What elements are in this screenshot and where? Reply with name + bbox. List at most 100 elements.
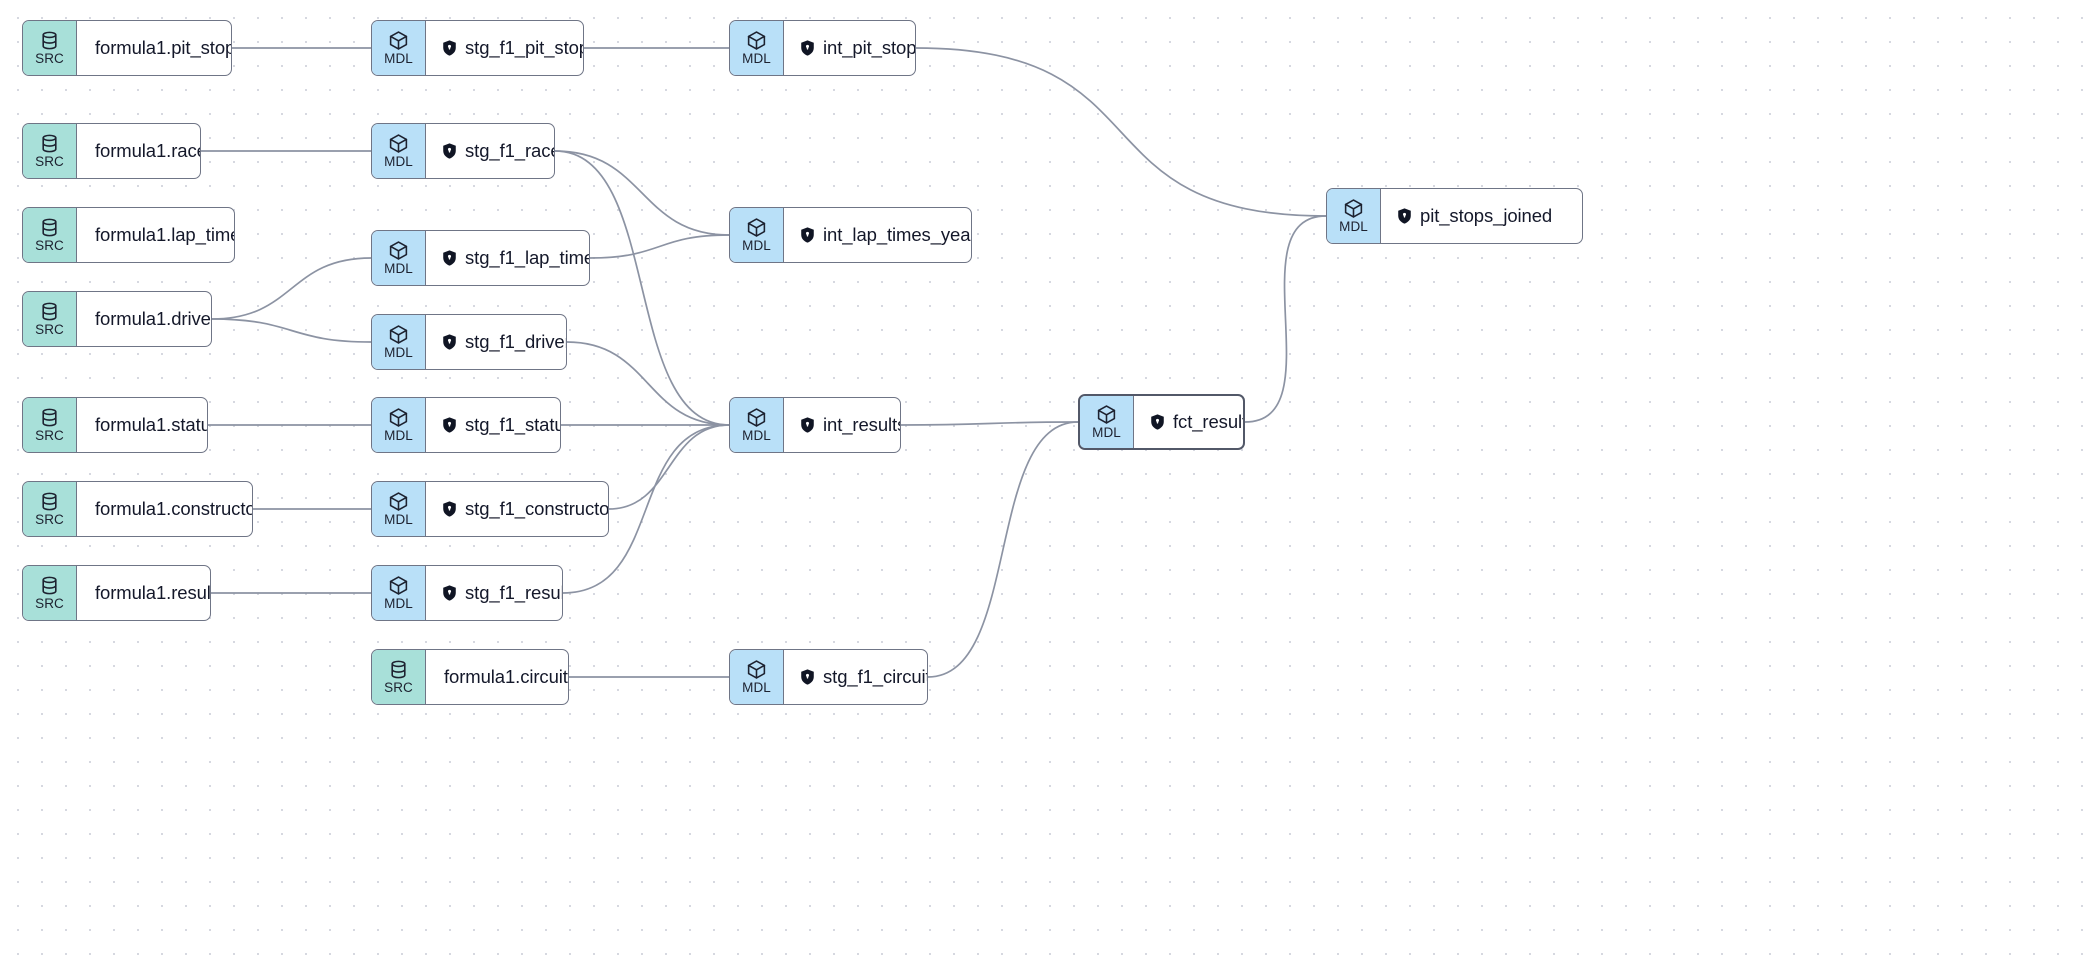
node-type-badge: MDL xyxy=(730,398,784,452)
cube-icon xyxy=(388,133,409,154)
lineage-node-stg_circuits[interactable]: MDL stg_f1_circuits xyxy=(729,649,928,705)
lineage-node-int_pit_stops[interactable]: MDL int_pit_stops xyxy=(729,20,916,76)
lineage-node-stg_lap_times[interactable]: MDL stg_f1_lap_times xyxy=(371,230,590,286)
node-type-badge: MDL xyxy=(372,566,426,620)
lineage-node-src_status[interactable]: SRC formula1.status xyxy=(22,397,208,453)
lineage-node-stg_drivers[interactable]: MDL stg_f1_drivers xyxy=(371,314,567,370)
lineage-node-stg_constructors[interactable]: MDL stg_f1_constructors xyxy=(371,481,609,537)
node-body: stg_f1_circuits xyxy=(784,650,927,704)
node-body: stg_f1_results xyxy=(426,566,562,620)
node-type-badge: MDL xyxy=(730,21,784,75)
node-type-badge: MDL xyxy=(730,650,784,704)
node-label: formula1.constructors xyxy=(95,498,252,519)
node-label: int_lap_times_years xyxy=(823,224,972,245)
node-type-label: MDL xyxy=(742,428,771,443)
node-type-label: SRC xyxy=(35,238,64,253)
node-label: stg_f1_results xyxy=(465,582,562,603)
edge-stg_constructors-to-int_results xyxy=(608,424,730,510)
lineage-node-src_constructors[interactable]: SRC formula1.constructors xyxy=(22,481,253,537)
shield-icon xyxy=(442,585,457,601)
node-type-badge: SRC xyxy=(23,292,77,346)
node-type-label: MDL xyxy=(742,680,771,695)
node-label: formula1.pit_stops xyxy=(95,37,232,58)
lineage-node-src_races[interactable]: SRC formula1.races xyxy=(22,123,201,179)
node-type-label: SRC xyxy=(35,512,64,527)
lineage-node-src_pit_stops[interactable]: SRC formula1.pit_stops xyxy=(22,20,232,76)
cube-icon xyxy=(746,659,767,680)
lineage-node-stg_results[interactable]: MDL stg_f1_results xyxy=(371,565,563,621)
node-type-badge: MDL xyxy=(372,398,426,452)
node-label: stg_f1_status xyxy=(465,414,560,435)
node-label: formula1.drivers xyxy=(95,308,211,329)
node-type-label: MDL xyxy=(1092,425,1121,440)
node-label: stg_f1_circuits xyxy=(823,666,927,687)
node-type-badge: MDL xyxy=(372,124,426,178)
node-label: stg_f1_drivers xyxy=(465,331,566,352)
lineage-node-stg_races[interactable]: MDL stg_f1_races xyxy=(371,123,555,179)
edge-stg_races-to-int_results xyxy=(554,150,730,426)
node-body: int_pit_stops xyxy=(784,21,916,75)
node-label: fct_results xyxy=(1173,411,1243,432)
shield-icon xyxy=(442,143,457,159)
lineage-node-int_lap_times_years[interactable]: MDL int_lap_times_years xyxy=(729,207,972,263)
edge-int_results-to-fct_results xyxy=(900,421,1079,426)
edge-stg_races-to-int_lap_times_years xyxy=(554,150,730,236)
shield-icon xyxy=(800,417,815,433)
node-body: stg_f1_drivers xyxy=(426,315,566,369)
node-body: formula1.drivers xyxy=(77,292,211,346)
node-body: stg_f1_pit_stops xyxy=(426,21,583,75)
lineage-node-src_results[interactable]: SRC formula1.results xyxy=(22,565,211,621)
lineage-node-stg_status[interactable]: MDL stg_f1_status xyxy=(371,397,561,453)
edge-fct_results-to-pit_stops_joined xyxy=(1244,215,1327,423)
node-type-label: MDL xyxy=(384,345,413,360)
database-icon xyxy=(39,575,60,596)
shield-icon xyxy=(800,669,815,685)
cube-icon xyxy=(388,575,409,596)
node-type-badge: MDL xyxy=(372,231,426,285)
shield-icon xyxy=(1150,414,1165,430)
lineage-node-fct_results[interactable]: MDL fct_results xyxy=(1078,394,1245,450)
cube-icon xyxy=(746,407,767,428)
edge-stg_drivers-to-int_results xyxy=(566,341,730,426)
node-type-badge: SRC xyxy=(23,398,77,452)
lineage-node-src_circuits[interactable]: SRC formula1.circuits xyxy=(371,649,569,705)
node-label: int_pit_stops xyxy=(823,37,916,58)
lineage-node-pit_stops_joined[interactable]: MDL pit_stops_joined xyxy=(1326,188,1583,244)
node-type-label: MDL xyxy=(384,596,413,611)
shield-icon xyxy=(442,40,457,56)
edge-int_pit_stops-to-pit_stops_joined xyxy=(915,47,1327,217)
node-label: stg_f1_pit_stops xyxy=(465,37,583,58)
node-type-label: MDL xyxy=(384,51,413,66)
cube-icon xyxy=(746,30,767,51)
lineage-node-stg_pit_stops[interactable]: MDL stg_f1_pit_stops xyxy=(371,20,584,76)
cube-icon xyxy=(388,491,409,512)
lineage-node-src_drivers[interactable]: SRC formula1.drivers xyxy=(22,291,212,347)
node-body: fct_results xyxy=(1134,396,1243,448)
node-type-badge: SRC xyxy=(23,482,77,536)
node-type-badge: SRC xyxy=(23,124,77,178)
node-body: pit_stops_joined xyxy=(1381,189,1582,243)
node-label: int_results xyxy=(823,414,901,435)
shield-icon xyxy=(442,250,457,266)
node-body: formula1.results xyxy=(77,566,210,620)
node-type-badge: SRC xyxy=(372,650,426,704)
database-icon xyxy=(39,133,60,154)
edge-stg_circuits-to-fct_results xyxy=(927,421,1079,678)
cube-icon xyxy=(1343,198,1364,219)
node-label: stg_f1_races xyxy=(465,140,554,161)
node-label: pit_stops_joined xyxy=(1420,205,1553,226)
node-type-badge: MDL xyxy=(372,21,426,75)
shield-icon xyxy=(800,227,815,243)
node-body: formula1.pit_stops xyxy=(77,21,232,75)
shield-icon xyxy=(442,334,457,350)
node-body: stg_f1_races xyxy=(426,124,554,178)
lineage-node-int_results[interactable]: MDL int_results xyxy=(729,397,901,453)
cube-icon xyxy=(388,240,409,261)
database-icon xyxy=(39,407,60,428)
lineage-node-src_lap_times[interactable]: SRC formula1.lap_times xyxy=(22,207,235,263)
database-icon xyxy=(388,659,409,680)
node-type-badge: MDL xyxy=(1080,396,1134,448)
node-type-badge: MDL xyxy=(1327,189,1381,243)
node-type-label: MDL xyxy=(384,154,413,169)
